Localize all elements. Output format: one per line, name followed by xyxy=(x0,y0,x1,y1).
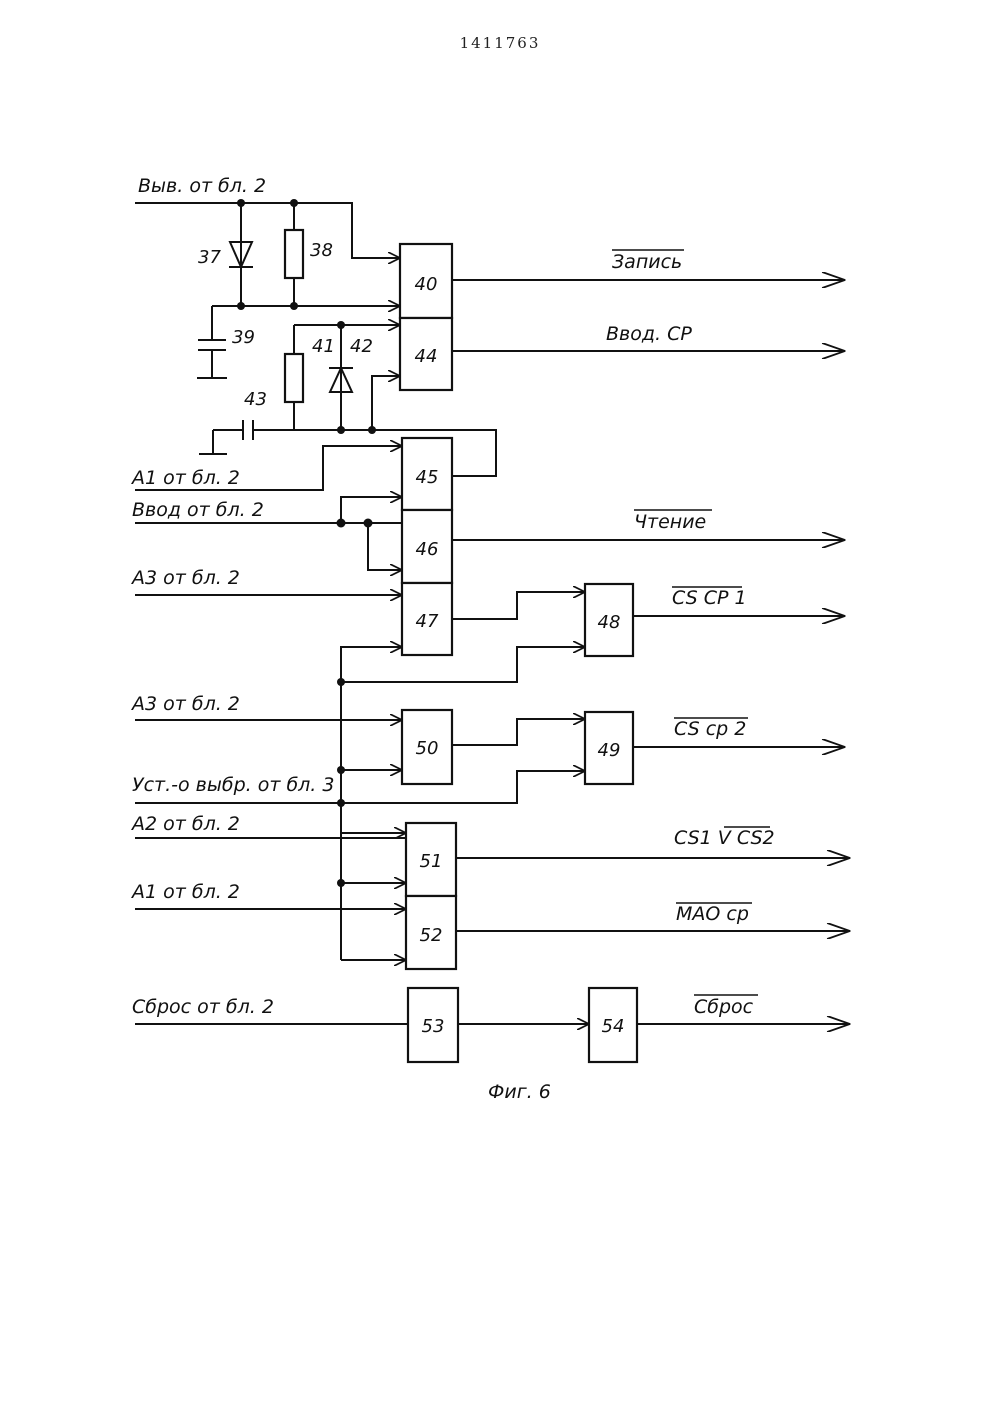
output-label-cs1-cs2: CS1 V CS2 xyxy=(674,827,775,849)
label-37: 37 xyxy=(198,247,221,268)
label-41: 41 xyxy=(312,336,335,357)
block-51-label: 51 xyxy=(420,851,443,872)
label-38: 38 xyxy=(310,240,333,261)
block-45-label: 45 xyxy=(416,467,439,488)
label-42: 42 xyxy=(350,336,373,357)
block-46: 46 xyxy=(402,510,452,583)
resistor-41 xyxy=(285,354,303,402)
capacitor-43 xyxy=(243,420,253,440)
output-label-sbros: Сброс xyxy=(694,996,754,1018)
block-40: 40 xyxy=(400,244,452,318)
input-label-sbros: Сброс от бл. 2 xyxy=(132,996,274,1018)
block-40-label: 40 xyxy=(415,274,438,295)
input-label-vyv: Выв. от бл. 2 xyxy=(138,175,266,197)
block-52-label: 52 xyxy=(420,925,443,946)
resistor-38 xyxy=(285,230,303,278)
input-label-vvod: Ввод от бл. 2 xyxy=(132,499,264,521)
wire-50-49 xyxy=(452,719,585,745)
output-cs-cp2: CS cp 2 xyxy=(674,718,748,740)
block-46-label: 46 xyxy=(416,539,439,560)
block-54: 54 xyxy=(589,988,637,1062)
block-53: 53 xyxy=(408,988,458,1062)
output-label-vvod-cp: Ввод. СР xyxy=(606,323,692,345)
output-label-cs-cp2: CS cp 2 xyxy=(674,718,746,740)
output-label-zapis: Запись xyxy=(612,251,682,273)
label-43: 43 xyxy=(244,389,267,410)
block-48-label: 48 xyxy=(598,612,621,633)
output-sbros: Сброс xyxy=(694,995,758,1018)
block-54-label: 54 xyxy=(602,1016,625,1037)
output-label-cs-cp1: CS CP 1 xyxy=(672,587,747,609)
output-label-mao-cp: MAO cp xyxy=(676,903,749,925)
block-50: 50 xyxy=(402,710,452,784)
block-51: 51 xyxy=(406,823,456,896)
capacitor-39 xyxy=(198,340,226,350)
input-label-a2: A2 от бл. 2 xyxy=(130,813,240,835)
output-label-chtenie: Чтение xyxy=(634,511,706,533)
block-52: 52 xyxy=(406,896,456,969)
output-cs1-cs2: CS1 V CS2 xyxy=(674,827,775,849)
output-chtenie: Чтение xyxy=(634,510,712,533)
block-50-label: 50 xyxy=(416,738,439,759)
block-45: 45 xyxy=(402,438,452,510)
block-48: 48 xyxy=(585,584,633,656)
block-47-label: 47 xyxy=(416,611,439,632)
input-label-ust: Уст.-о выбр. от бл. 3 xyxy=(132,774,334,796)
figure-caption: Фиг. 6 xyxy=(488,1081,551,1103)
input-label-a1-top: A1 от бл. 2 xyxy=(130,467,240,489)
block-44: 44 xyxy=(400,318,452,390)
input-label-a3-top: A3 от бл. 2 xyxy=(130,567,240,589)
block-47: 47 xyxy=(402,583,452,655)
output-zapis: Запись xyxy=(612,250,684,273)
label-39: 39 xyxy=(232,327,255,348)
block-53-label: 53 xyxy=(422,1016,445,1037)
block-44-label: 44 xyxy=(415,346,438,367)
block-49: 49 xyxy=(585,712,633,784)
output-cs-cp1: CS CP 1 xyxy=(672,587,747,609)
input-label-a3-bottom: A3 от бл. 2 xyxy=(130,693,240,715)
wire-47-48 xyxy=(452,592,585,619)
block-49-label: 49 xyxy=(598,740,621,761)
input-label-a1-bottom: A1 от бл. 2 xyxy=(130,881,240,903)
output-mao-cp: MAO cp xyxy=(676,903,752,925)
